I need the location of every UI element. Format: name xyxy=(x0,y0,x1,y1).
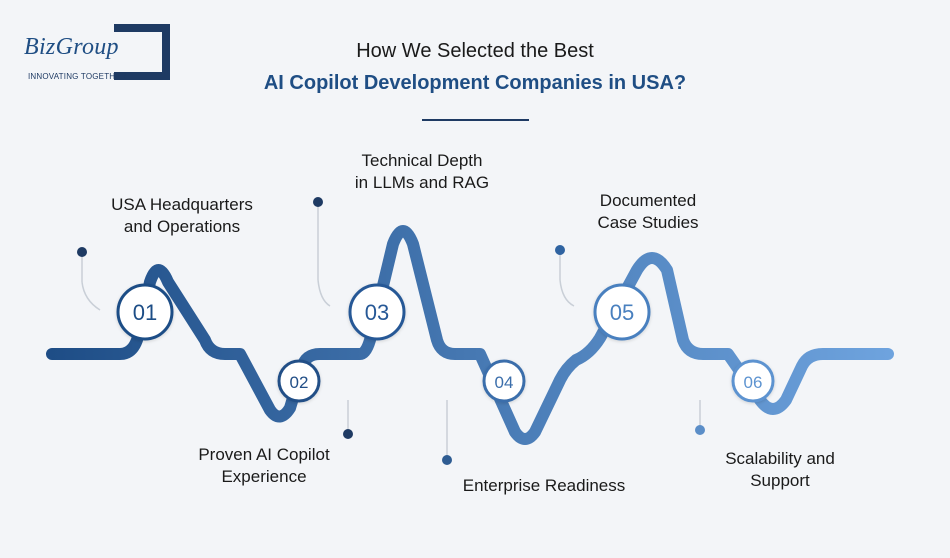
step-label-04-line1: Enterprise Readiness xyxy=(462,476,626,495)
step-number-05: 05 xyxy=(610,300,634,325)
wave-path xyxy=(46,225,894,445)
step-node-05: 05 xyxy=(593,283,651,341)
step-label-04: Enterprise Readiness xyxy=(444,475,644,497)
connector-05 xyxy=(555,245,575,307)
step-node-01: 01 xyxy=(116,283,174,341)
step-label-06-line1: Scalability and xyxy=(725,449,835,468)
logo-frame xyxy=(114,24,170,80)
step-label-06-line2: Support xyxy=(750,471,810,490)
step-label-01-line2: and Operations xyxy=(123,217,241,236)
step-number-02: 02 xyxy=(290,373,309,392)
connector-03 xyxy=(313,197,331,307)
connector-01 xyxy=(77,247,101,311)
connector-dot xyxy=(343,429,353,439)
step-label-01: USA Headquarters and Operations xyxy=(92,194,272,238)
connector-dot xyxy=(695,425,705,435)
step-node-02: 02 xyxy=(277,359,321,403)
step-number-06: 06 xyxy=(744,373,763,392)
logo-tagline: INNOVATING TOGETHER xyxy=(28,72,127,81)
step-label-06: Scalability and Support xyxy=(700,448,860,492)
connector-dot xyxy=(77,247,87,257)
step-node-06: 06 xyxy=(731,359,775,403)
connector-dot xyxy=(313,197,323,207)
connector-04 xyxy=(442,400,452,465)
step-label-03-line2: in LLMs and RAG xyxy=(354,173,490,192)
connector-06 xyxy=(695,400,705,435)
connector-dot xyxy=(555,245,565,255)
step-node-04: 04 xyxy=(482,359,526,403)
step-number-01: 01 xyxy=(133,300,157,325)
logo-name: BizGroup xyxy=(24,34,121,61)
step-label-02-line1: Proven AI Copilot xyxy=(198,445,330,464)
bizgroup-logo: BizGroup INNOVATING TOGETHER xyxy=(22,24,170,84)
page-title-line2: AI Copilot Development Companies in USA? xyxy=(263,72,687,94)
step-label-05-line1: Documented xyxy=(599,191,697,210)
step-label-05: Documented Case Studies xyxy=(568,190,728,234)
step-node-03: 03 xyxy=(348,283,406,341)
step-label-02: Proven AI Copilot Experience xyxy=(174,444,354,488)
step-label-03: Technical Depth in LLMs and RAG xyxy=(332,150,512,194)
step-label-01-line1: USA Headquarters xyxy=(111,195,253,214)
connector-dot xyxy=(442,455,452,465)
step-number-04: 04 xyxy=(495,373,514,392)
page-title-line1: How We Selected the Best xyxy=(356,40,594,62)
step-number-03: 03 xyxy=(365,300,389,325)
connector-02 xyxy=(343,400,353,439)
step-label-02-line2: Experience xyxy=(221,467,307,486)
title-divider xyxy=(422,119,529,121)
step-label-03-line1: Technical Depth xyxy=(361,151,483,170)
step-label-05-line2: Case Studies xyxy=(597,213,699,232)
